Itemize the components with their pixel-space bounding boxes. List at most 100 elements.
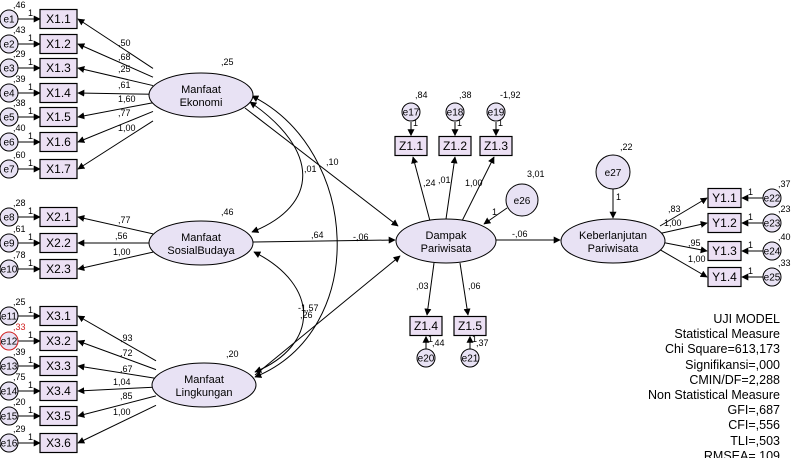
y-error-var-3: ,40 bbox=[778, 232, 791, 242]
x2-error-var-3: ,78 bbox=[13, 250, 26, 260]
y-indicator-2 bbox=[707, 212, 742, 234]
z-loading-2: ,01 bbox=[438, 175, 451, 185]
x1-indicator-label-6: X1.6 bbox=[46, 135, 71, 149]
z-error-label-3: e19 bbox=[488, 108, 505, 119]
x3-error-label-2: e12 bbox=[1, 337, 18, 348]
z-loading-path-5 bbox=[459, 262, 471, 316]
x3-loading-path-2 bbox=[77, 339, 157, 371]
latent-environment-label-2: Lingkungan bbox=[176, 387, 233, 399]
y-error-weight-2: 1 bbox=[748, 212, 753, 222]
x1-loading-1: ,50 bbox=[118, 38, 131, 48]
x3-error-weight-5: 1 bbox=[28, 405, 33, 415]
x3-indicator-6 bbox=[39, 432, 78, 454]
x1-error-3 bbox=[0, 58, 19, 78]
latent-economy bbox=[148, 72, 254, 118]
x1-indicator-3 bbox=[39, 57, 78, 79]
y-error-weight-3: 1 bbox=[748, 240, 753, 250]
x1-error-weight-6: 1 bbox=[28, 131, 33, 141]
y-loading-2: 1,00 bbox=[664, 218, 682, 228]
y-error-var-4: ,33 bbox=[778, 258, 791, 268]
social-variance: ,46 bbox=[221, 207, 234, 217]
x2-error-var-2: ,61 bbox=[13, 224, 26, 234]
x2-error-label-2: e9 bbox=[3, 239, 15, 250]
x2-loading-path-3 bbox=[77, 251, 154, 272]
latent-social-label-2: SosialBudaya bbox=[167, 245, 235, 257]
x3-loading-path-6 bbox=[77, 404, 157, 444]
z-error-label-5: e21 bbox=[462, 354, 479, 365]
z-indicator-label-4: Z1.4 bbox=[414, 319, 438, 333]
stats-line-6: GFI=,687 bbox=[727, 403, 780, 418]
y-error-4 bbox=[762, 267, 782, 287]
x3-error-weight-1: 1 bbox=[28, 305, 33, 315]
x3-indicator-label-3: X3.3 bbox=[46, 359, 71, 373]
latent-impact-label-1: Dampak bbox=[426, 230, 467, 242]
economy-variance: ,25 bbox=[221, 57, 234, 67]
x3-error-var-1: ,25 bbox=[13, 297, 26, 307]
x3-error-var-4: ,75 bbox=[13, 372, 26, 382]
x1-loading-3: ,25 bbox=[118, 64, 131, 74]
x3-error-3 bbox=[0, 356, 19, 376]
x2-error-label-3: e10 bbox=[1, 265, 18, 276]
z-loading-3: 1,00 bbox=[465, 178, 483, 188]
x3-error-label-1: e11 bbox=[1, 312, 17, 323]
x2-indicator-2 bbox=[39, 232, 78, 254]
z-indicator-1 bbox=[394, 135, 428, 157]
y-error-label-4: e25 bbox=[764, 273, 781, 284]
x1-error-2 bbox=[0, 34, 19, 54]
x3-error-var-2: ,33 bbox=[13, 322, 26, 332]
y-error-label-2: e23 bbox=[764, 219, 781, 230]
x3-loading-path-3 bbox=[77, 363, 157, 379]
x1-loading-path-4 bbox=[77, 89, 154, 97]
y-error-var-2: ,23 bbox=[778, 204, 791, 214]
z-indicator-label-2: Z1.2 bbox=[443, 139, 467, 153]
x1-error-var-4: ,39 bbox=[13, 74, 26, 84]
x3-indicator-5 bbox=[39, 405, 78, 427]
x3-indicator-1 bbox=[39, 305, 78, 327]
x3-loading-6: 1,00 bbox=[113, 407, 131, 417]
y-error-var-1: ,37 bbox=[778, 179, 791, 189]
stats-line-7: CFI=,556 bbox=[728, 418, 780, 433]
z-loading-path-4 bbox=[424, 262, 435, 316]
z-indicator-3 bbox=[479, 135, 513, 157]
x3-error-weight-4: 1 bbox=[28, 380, 33, 390]
x3-error-var-3: ,39 bbox=[13, 347, 26, 357]
z-error-label-2: e18 bbox=[447, 108, 464, 119]
x1-error-1 bbox=[0, 9, 19, 29]
z-indicator-4 bbox=[409, 315, 443, 337]
cov-social-environment bbox=[253, 251, 304, 373]
y-error-weight-4: 1 bbox=[748, 266, 753, 276]
x3-indicator-label-1: X3.1 bbox=[46, 309, 71, 323]
y-error-label-3: e24 bbox=[764, 247, 781, 258]
z-error-5 bbox=[460, 348, 480, 368]
y-error-label-1: e22 bbox=[764, 194, 781, 205]
e26-disturbance bbox=[505, 183, 539, 217]
path-economy-impact bbox=[244, 107, 399, 227]
x1-loading-path-6 bbox=[77, 110, 154, 143]
x1-indicator-label-4: X1.4 bbox=[46, 86, 71, 100]
x2-error-weight-3: 1 bbox=[28, 258, 33, 268]
latent-environment-label-1: Manfaat bbox=[184, 374, 224, 386]
z-error-1 bbox=[401, 102, 421, 122]
e27-variance: ,22 bbox=[620, 142, 633, 152]
x3-error-weight-3: 1 bbox=[28, 355, 33, 365]
x1-error-var-1: ,46 bbox=[13, 0, 26, 10]
x1-indicator-5 bbox=[39, 106, 78, 128]
z-error-weight-4: 1 bbox=[428, 334, 433, 344]
x1-indicator-6 bbox=[39, 131, 78, 153]
x1-error-var-3: ,29 bbox=[13, 49, 26, 59]
z-loading-4: ,03 bbox=[416, 281, 429, 291]
x1-error-5 bbox=[0, 107, 19, 127]
x1-indicator-1 bbox=[39, 8, 78, 30]
x3-error-weight-2: 1 bbox=[28, 330, 33, 340]
x3-loading-5: ,85 bbox=[120, 391, 133, 401]
y-error-2 bbox=[762, 213, 782, 233]
x1-error-weight-4: 1 bbox=[28, 82, 33, 92]
x2-loading-path-1 bbox=[77, 214, 154, 235]
latent-sustainability bbox=[560, 218, 666, 264]
x1-loading-path-5 bbox=[77, 102, 154, 120]
z-indicator-2 bbox=[438, 135, 472, 157]
x1-loading-6: ,77 bbox=[118, 108, 131, 118]
x3-loading-4: 1,04 bbox=[113, 377, 131, 387]
x1-loading-7: 1,00 bbox=[118, 123, 136, 133]
